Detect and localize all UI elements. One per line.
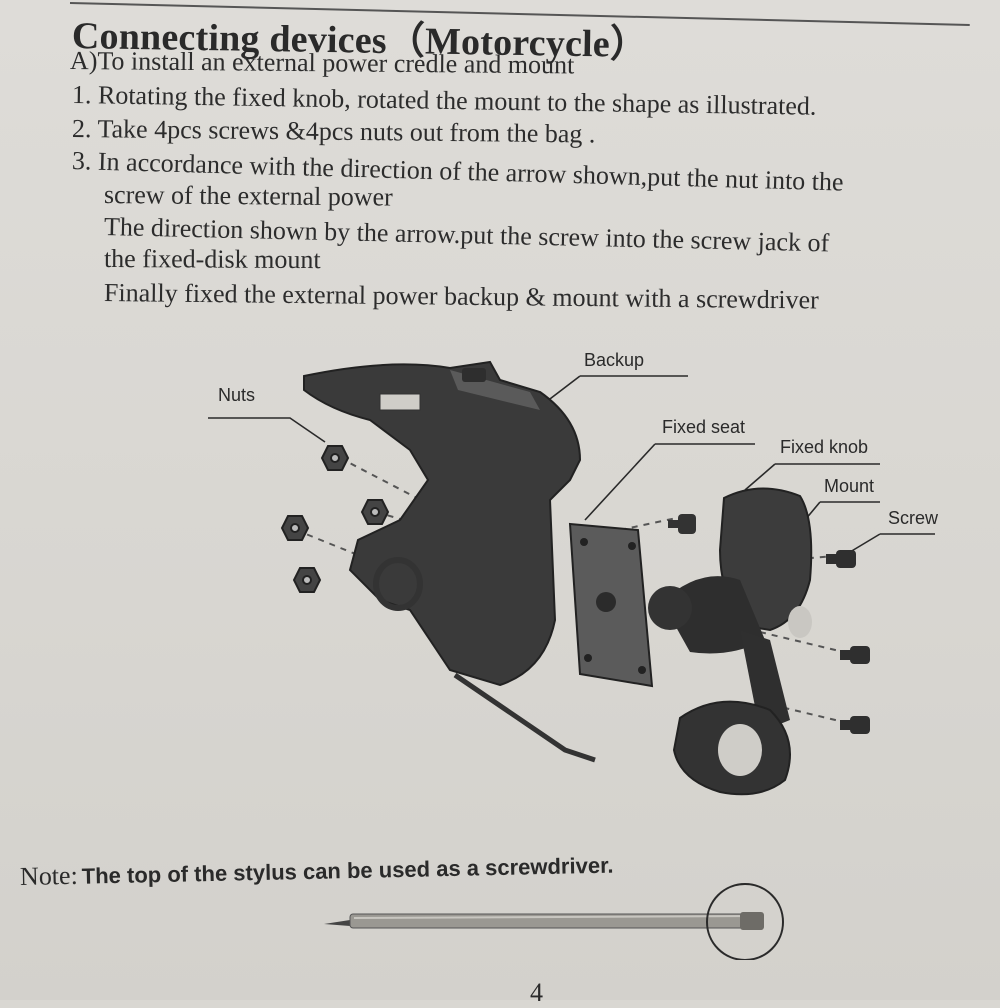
step-2: 2. Take 4pcs screws &4pcs nuts out from … xyxy=(71,114,596,149)
assembly-illustration xyxy=(208,360,935,796)
step-3-cont-1: screw of the external power xyxy=(103,180,393,212)
label-fixed-seat: Fixed seat xyxy=(662,417,746,437)
screws-group xyxy=(826,550,870,734)
backup-cradle xyxy=(303,360,596,763)
label-nuts: Nuts xyxy=(218,385,256,405)
label-backup: Backup xyxy=(584,350,645,370)
label-screw: Screw xyxy=(888,508,939,528)
label-mount: Mount xyxy=(824,476,875,496)
nuts-leader xyxy=(208,417,326,443)
fixed-knob-leader xyxy=(744,463,880,491)
seat-screw xyxy=(668,514,696,534)
section-heading: A)To install an external power credle an… xyxy=(69,46,575,80)
mount-leader xyxy=(804,501,880,521)
label-fixed-knob: Fixed knob xyxy=(780,437,869,457)
step-3-cont-3: the fixed-disk mount xyxy=(103,244,321,275)
nuts-group xyxy=(280,445,390,593)
stylus-illustration xyxy=(324,883,784,960)
mount-assembly xyxy=(648,487,813,796)
page-number: 4 xyxy=(530,978,543,1007)
screw-leader xyxy=(849,533,935,553)
highlight-circle xyxy=(706,883,784,960)
fixed-seat xyxy=(568,522,654,688)
fixed-seat-leader xyxy=(584,443,755,521)
note-label: Note: xyxy=(19,860,79,891)
step-3-cont-4: Finally fixed the external power backup … xyxy=(103,278,819,315)
stylus-tip-icon xyxy=(324,920,350,926)
